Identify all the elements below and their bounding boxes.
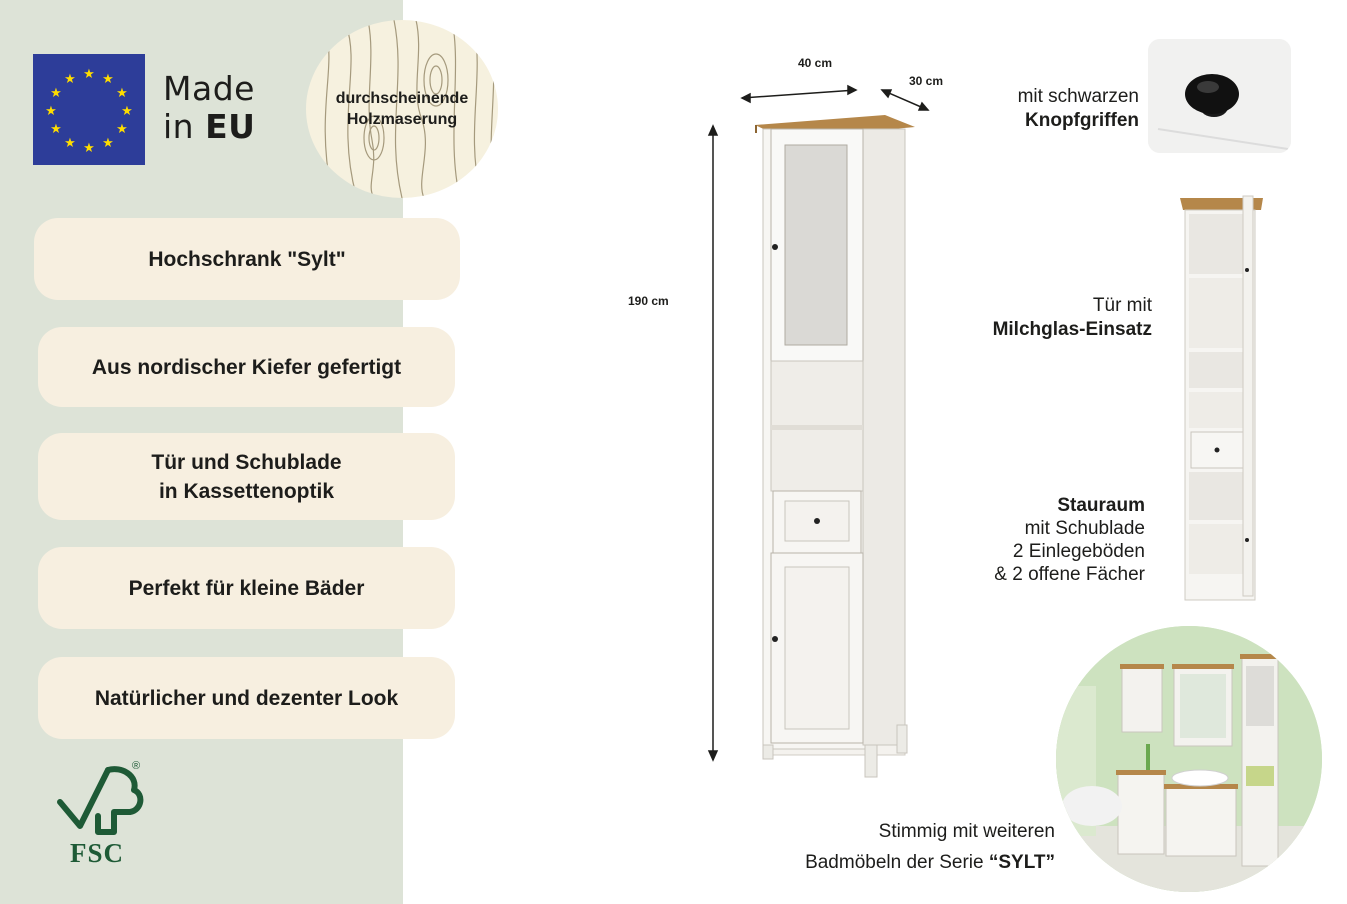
svg-text:★: ★	[50, 86, 62, 101]
storage-line-2: 2 Einlegeböden	[1012, 541, 1145, 562]
knob-line-2: Knopfgriffen	[1025, 110, 1139, 131]
wood-line-1: durchscheinende	[335, 90, 469, 107]
in-eu-line: in EU	[163, 108, 255, 146]
svg-text:★: ★	[64, 136, 76, 151]
svg-text:★: ★	[116, 86, 128, 101]
storage-line-1: mit Schublade	[1024, 518, 1145, 539]
made-in-eu-label: Made in EU	[163, 70, 255, 146]
feature-text: Aus nordischer Kiefer gefertigt	[91, 355, 402, 379]
svg-text:★: ★	[45, 104, 57, 119]
door-line-2: Milchglas-Einsatz	[992, 319, 1152, 340]
series-callout: Stimmig mit weiteren Badmöbeln der Serie…	[760, 816, 1055, 878]
depth-dimension: 30 cm	[909, 74, 944, 88]
svg-text:★: ★	[121, 104, 133, 119]
feature-text: Natürlicher und dezenter Look	[94, 686, 399, 710]
open-cabinet-image	[1175, 190, 1270, 602]
wood-grain-image	[306, 20, 498, 198]
bathroom-scene-image	[1056, 626, 1322, 892]
svg-text:★: ★	[64, 72, 76, 87]
feature-pill-5: Natürlicher und dezenter Look	[38, 657, 455, 739]
wood-line-2: Holzmaserung	[346, 111, 458, 128]
width-dimension: 40 cm	[798, 56, 833, 70]
svg-text:★: ★	[102, 72, 114, 87]
feature-pill-3: Tür und Schublade in Kassettenoptik	[38, 433, 455, 520]
series-line-1: Stimmig mit weiteren	[878, 821, 1055, 842]
storage-callout: Stauraum mit Schublade 2 Einlegeböden & …	[950, 494, 1145, 586]
in-prefix: in	[163, 107, 206, 146]
knob-callout: mit schwarzen Knopfgriffen	[1004, 85, 1139, 133]
feature-text: Perfekt für kleine Bäder	[128, 576, 365, 600]
wood-grain-caption: durchscheinende Holzmaserung	[306, 88, 498, 130]
door-line-1: Tür mit	[1092, 295, 1152, 316]
feature-pill-4: Perfekt für kleine Bäder	[38, 547, 455, 629]
feature-pill-2: Aus nordischer Kiefer gefertigt	[38, 327, 455, 407]
black-knob-image	[1148, 39, 1291, 153]
series-prefix: Badmöbeln der Serie	[805, 852, 989, 873]
svg-text:★: ★	[116, 122, 128, 137]
feature-text: Hochschrank "Sylt"	[148, 247, 346, 271]
eu-flag-icon: ★ ★ ★ ★ ★ ★ ★ ★ ★ ★ ★ ★	[33, 54, 145, 165]
fsc-label: FSC	[70, 838, 125, 868]
made-line: Made	[163, 69, 255, 108]
fsc-tree-icon: ®	[52, 760, 148, 870]
height-dimension: 190 cm	[628, 294, 669, 308]
svg-text:★: ★	[50, 122, 62, 137]
svg-text:★: ★	[83, 141, 95, 156]
tall-cabinet-image	[745, 105, 925, 785]
series-name: “SYLT”	[988, 852, 1055, 873]
knob-line-1: mit schwarzen	[1017, 86, 1139, 107]
svg-text:★: ★	[83, 67, 95, 82]
registered-mark: ®	[132, 760, 141, 772]
dimension-arrows	[707, 84, 930, 762]
feature-pill-1: Hochschrank "Sylt"	[34, 218, 460, 300]
eu-bold: EU	[205, 107, 256, 146]
feature-text: Tür und Schublade in Kassettenoptik	[151, 450, 342, 503]
storage-title: Stauraum	[1057, 495, 1145, 516]
svg-text:★: ★	[102, 136, 114, 151]
door-callout: Tür mit Milchglas-Einsatz	[960, 294, 1152, 342]
storage-line-3: & 2 offene Fächer	[994, 564, 1145, 585]
